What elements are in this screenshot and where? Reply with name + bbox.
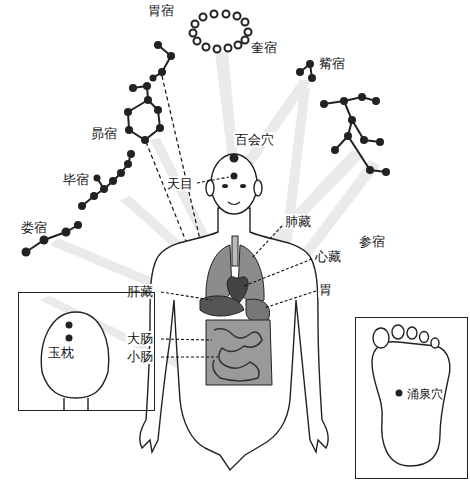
- text-label: 胃宿: [147, 3, 175, 18]
- organs: [200, 236, 272, 385]
- acupoint-dot: [66, 322, 403, 397]
- text-label: 参宿: [358, 234, 386, 249]
- inset-box: 玉枕: [18, 292, 155, 411]
- body-outline: [140, 154, 328, 470]
- text-label: 毕宿: [62, 172, 90, 187]
- inset-drawings: [41, 312, 449, 466]
- inset-box: 涌泉穴: [355, 317, 468, 479]
- leader-line: [161, 177, 316, 357]
- ring-constellation: [190, 11, 252, 53]
- text-label: 胃: [318, 282, 333, 297]
- point-label: 玉枕: [48, 345, 74, 360]
- text-label: 奎宿: [250, 40, 278, 55]
- text-label: 心藏: [314, 249, 342, 264]
- text-label: 觜宿: [318, 56, 346, 71]
- text-label: 百会穴: [234, 132, 275, 147]
- text-label: 娄宿: [20, 220, 48, 235]
- text-label: 肺藏: [284, 214, 312, 229]
- text-label: 大肠: [126, 331, 154, 346]
- constellation-lines: [26, 45, 386, 252]
- face: [222, 154, 246, 205]
- star: [22, 41, 391, 257]
- text-label: 天目: [166, 176, 194, 191]
- text-label: 小肠: [126, 349, 154, 364]
- text-label: 昴宿: [90, 126, 118, 141]
- point-label: 涌泉穴: [407, 387, 443, 402]
